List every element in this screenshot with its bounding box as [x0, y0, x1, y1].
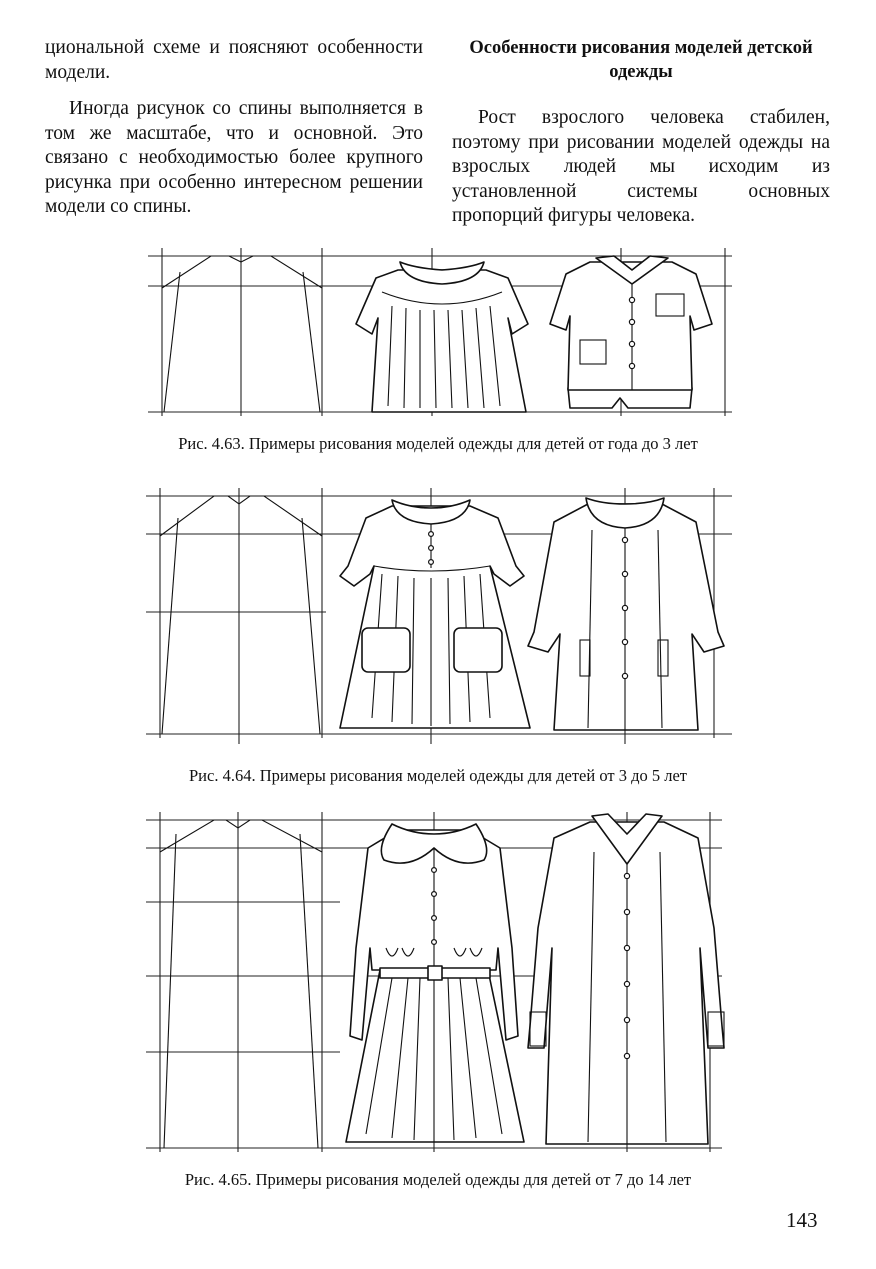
- page-number: 143: [786, 1208, 818, 1232]
- toddler-shirt-shorts-drawing: [549, 255, 713, 409]
- figure-4-64: [0, 482, 876, 754]
- preschool-coat-drawing: [527, 497, 725, 731]
- figure-4-65: [0, 808, 876, 1158]
- section-heading: Особенности рисования моделей детской од…: [469, 38, 813, 82]
- figure-4-64-drawing: [146, 488, 732, 744]
- preschool-dress-drawing: [339, 499, 531, 729]
- figure-4-63-caption: Рис. 4.63. Примеры рисования моделей оде…: [178, 434, 698, 453]
- figure-4-63-drawing: [148, 248, 732, 416]
- teen-dress-drawing: [345, 823, 525, 1143]
- figure-4-65-drawing: [146, 812, 725, 1152]
- figure-4-65-caption: Рис. 4.65. Примеры рисования моделей оде…: [184, 1170, 692, 1189]
- schema-figure: [159, 819, 323, 1149]
- toddler-dress-drawing: [355, 261, 529, 413]
- left-paragraph-2: Иногда рисунок со спины выполняется в то…: [45, 98, 423, 217]
- schema-figure: [159, 495, 323, 735]
- right-paragraph: Рост взрослого человека стабилен, поэтом…: [452, 107, 830, 226]
- figure-4-63: [0, 248, 876, 418]
- schema-figure: [161, 255, 323, 413]
- left-paragraph-1: циональной схеме и поясняют особенности …: [45, 37, 423, 83]
- teen-coat-drawing: [527, 813, 725, 1145]
- figure-4-64-caption: Рис. 4.64. Примеры рисования моделей оде…: [188, 766, 687, 785]
- left-column: циональной схеме и поясняют особенности …: [45, 36, 423, 220]
- right-column: Особенности рисования моделей детской од…: [452, 36, 830, 229]
